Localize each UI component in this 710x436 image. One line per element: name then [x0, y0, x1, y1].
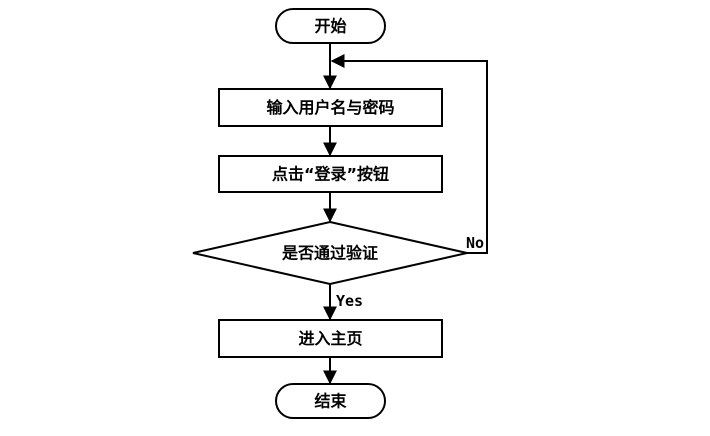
click-login-label: 点击“登录”按钮	[272, 165, 389, 184]
verification-decision-node: 是否通过验证	[192, 220, 468, 286]
end-node: 结束	[275, 383, 386, 419]
click-login-node: 点击“登录”按钮	[218, 155, 443, 193]
edge-no-loop-back	[330, 54, 488, 254]
enter-home-label: 进入主页	[298, 329, 362, 348]
enter-home-node: 进入主页	[218, 319, 443, 358]
input-credentials-label: 输入用户名与密码	[266, 98, 394, 117]
yes-label: Yes	[336, 292, 363, 310]
no-label: No	[466, 234, 484, 252]
start-label: 开始	[314, 17, 346, 36]
start-node: 开始	[275, 8, 386, 44]
end-label: 结束	[313, 392, 347, 411]
input-credentials-node: 输入用户名与密码	[218, 88, 443, 127]
verification-decision-label: 是否通过验证	[281, 244, 378, 263]
